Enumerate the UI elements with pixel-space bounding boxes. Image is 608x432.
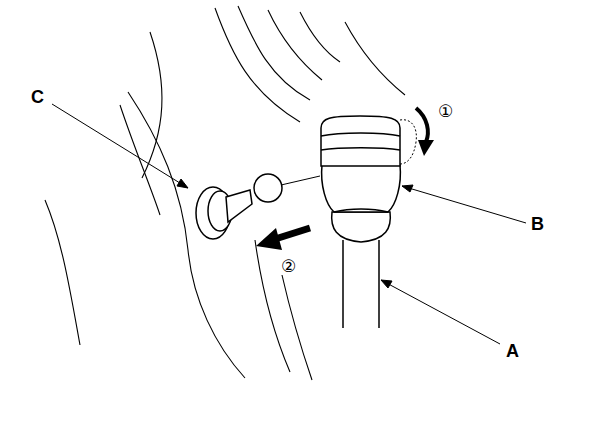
clip-band — [321, 148, 400, 150]
panel-line — [300, 12, 340, 62]
alignment-line — [281, 176, 320, 185]
arrow-head — [418, 140, 434, 156]
arrow-head — [256, 228, 282, 250]
leader-line — [402, 186, 526, 223]
leader-line — [381, 280, 500, 344]
stud-ball — [254, 174, 282, 202]
stud-neck — [226, 190, 252, 222]
part-label: A — [505, 342, 520, 360]
leader-line — [52, 104, 188, 188]
damper — [321, 116, 400, 328]
callout-number: ② — [280, 258, 297, 275]
panel-line — [128, 92, 245, 378]
direction-arrow — [256, 228, 310, 250]
leader-lines — [52, 104, 526, 344]
part-label: B — [530, 215, 545, 233]
socket-edge — [334, 209, 388, 212]
direction-arrow — [416, 108, 434, 156]
panel-line — [282, 275, 312, 380]
arrow-shaft — [416, 108, 428, 142]
panel-line — [142, 32, 162, 178]
part-label: C — [30, 88, 45, 106]
damper-rod — [343, 240, 379, 328]
damper-collar — [332, 212, 391, 242]
panel-line — [120, 105, 160, 215]
panel-line — [215, 8, 300, 122]
leader-arrowhead — [177, 179, 188, 188]
socket-clip — [321, 116, 400, 166]
panel-line — [45, 200, 80, 345]
panel-line — [345, 22, 405, 95]
callout-number: ① — [437, 103, 454, 120]
ball-stud — [196, 174, 282, 239]
leader-arrowhead — [381, 280, 392, 288]
panel-line — [238, 6, 310, 100]
panel-line — [268, 10, 322, 80]
clip-released-outline — [400, 120, 416, 164]
socket-body — [322, 165, 401, 212]
body-panel — [45, 6, 405, 380]
clip-band — [321, 133, 400, 136]
leader-arrowhead — [402, 185, 413, 192]
